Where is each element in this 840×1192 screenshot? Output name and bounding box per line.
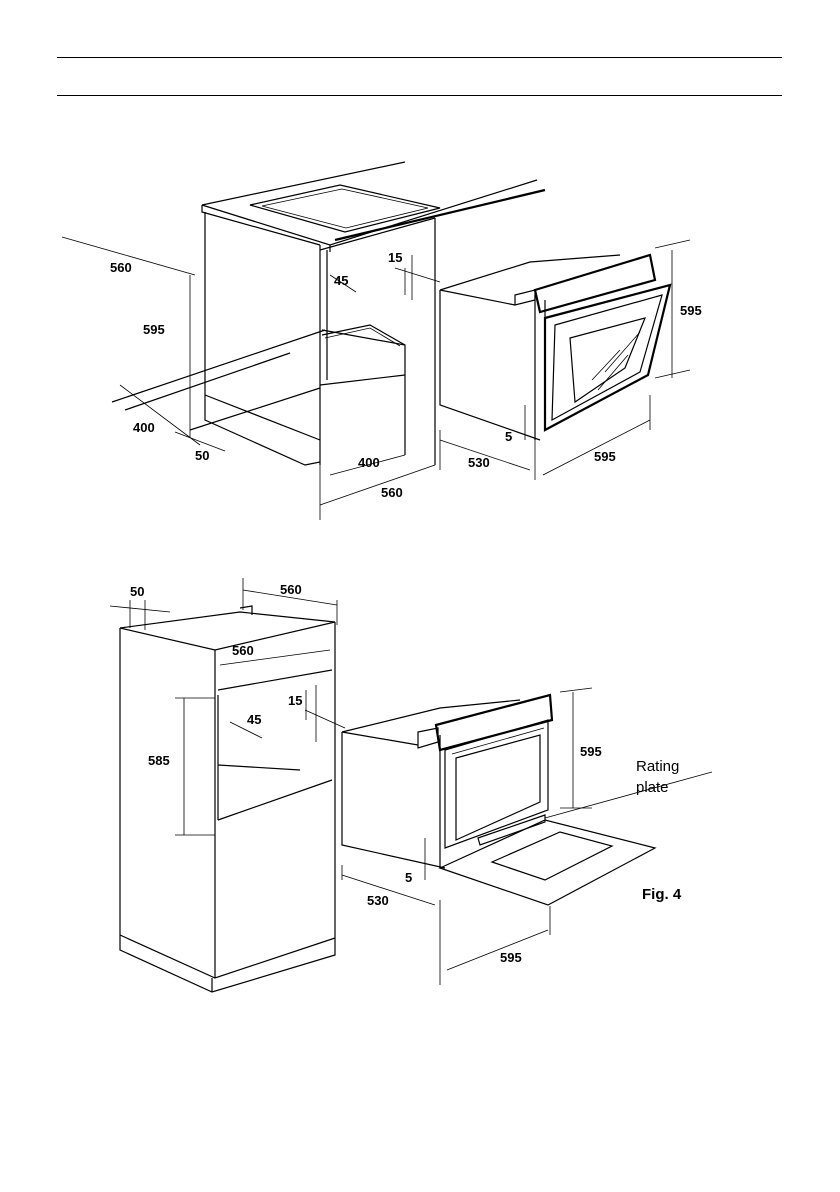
dim-45-lower: 45	[247, 712, 261, 727]
dim-45-upper: 45	[334, 273, 348, 288]
upper-oven-appliance	[440, 255, 670, 440]
dim-15-lower: 15	[288, 693, 302, 708]
dim-595-right-lower: 595	[580, 744, 602, 759]
dim-400-left: 400	[133, 420, 155, 435]
dim-560-bottom: 560	[381, 485, 403, 500]
dim-560-left: 560	[110, 260, 132, 275]
dim-595-bottom-upper: 595	[594, 449, 616, 464]
lower-oven-appliance	[342, 695, 655, 905]
worktop	[202, 162, 545, 252]
dim-15-upper: 15	[388, 250, 402, 265]
dim-50-lower: 50	[130, 584, 144, 599]
dim-595-bottom-lower: 595	[500, 950, 522, 965]
dim-400-bottom: 400	[358, 455, 380, 470]
dim-50-upper: 50	[195, 448, 209, 463]
lower-dimension-lines	[110, 578, 712, 985]
dim-595-right-upper: 595	[680, 303, 702, 318]
dim-585-lower: 585	[148, 753, 170, 768]
figure-label: Fig. 4	[642, 886, 682, 903]
dim-595-left: 595	[143, 322, 165, 337]
base-cabinet	[112, 212, 435, 465]
dim-530-upper: 530	[468, 455, 490, 470]
dim-560-inner-lower: 560	[232, 643, 254, 658]
rating-plate-label-line2: plate	[636, 779, 669, 796]
dim-5-upper: 5	[505, 429, 512, 444]
dim-560-top-lower: 560	[280, 582, 302, 597]
rating-plate-label-line1: Rating	[636, 758, 679, 775]
dim-530-lower: 530	[367, 893, 389, 908]
dim-5-lower: 5	[405, 870, 412, 885]
